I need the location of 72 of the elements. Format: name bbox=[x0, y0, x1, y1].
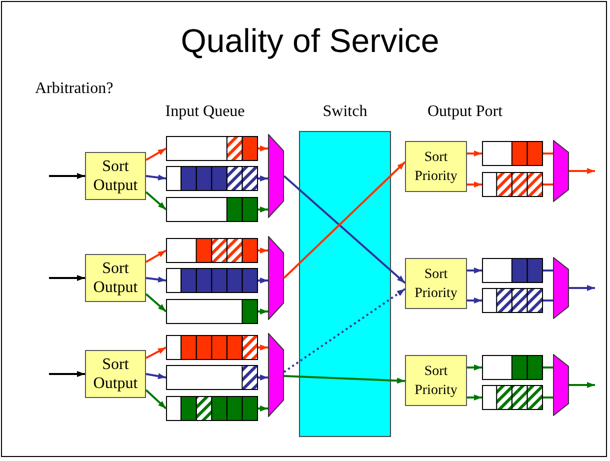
column-heading: Switch bbox=[322, 103, 368, 121]
connector-line bbox=[543, 152, 553, 154]
queue-drawing bbox=[166, 335, 258, 360]
process-box: Sort Priority bbox=[405, 258, 467, 309]
multiplexer-symbol bbox=[268, 333, 284, 417]
arrow bbox=[49, 371, 85, 377]
arrow bbox=[467, 268, 482, 274]
arrow bbox=[146, 174, 166, 180]
arrow bbox=[146, 373, 166, 380]
arrow bbox=[146, 250, 166, 263]
arrow bbox=[467, 364, 482, 370]
queue-drawing bbox=[166, 299, 258, 324]
arrow bbox=[145, 389, 167, 410]
connector-line bbox=[543, 300, 553, 302]
arrow bbox=[283, 175, 406, 284]
arrow bbox=[146, 346, 166, 359]
arrow bbox=[258, 176, 268, 182]
arrow bbox=[258, 248, 268, 254]
arrow bbox=[284, 375, 406, 384]
arrow bbox=[258, 278, 268, 284]
arrow bbox=[145, 191, 167, 210]
column-heading: Input Queue bbox=[164, 103, 246, 121]
queue-drawing bbox=[482, 385, 543, 410]
arrow bbox=[569, 168, 595, 174]
multiplexer-symbol bbox=[553, 257, 569, 319]
arrow bbox=[258, 344, 268, 350]
multiplexer-symbol bbox=[268, 236, 284, 320]
queue-drawing bbox=[166, 238, 258, 263]
arrow bbox=[569, 285, 595, 291]
arrow bbox=[283, 161, 406, 279]
arrow bbox=[467, 182, 482, 188]
connector-line bbox=[543, 270, 553, 272]
queue-drawing bbox=[166, 396, 258, 421]
queue-drawing bbox=[166, 365, 258, 390]
process-box: Sort Output bbox=[85, 350, 146, 398]
arrow bbox=[258, 374, 268, 380]
queue-drawing bbox=[482, 141, 543, 166]
queue-drawing bbox=[166, 136, 258, 161]
queue-drawing bbox=[482, 288, 543, 313]
arrow bbox=[258, 146, 268, 152]
multiplexer-symbol bbox=[553, 354, 569, 416]
arrow bbox=[283, 288, 406, 373]
process-box: Sort Priority bbox=[405, 141, 467, 192]
process-box: Sort Priority bbox=[405, 355, 467, 406]
arrow bbox=[49, 275, 85, 281]
arrow bbox=[258, 406, 268, 412]
arrow bbox=[258, 206, 268, 212]
multiplexer-symbol bbox=[553, 140, 569, 202]
arrow bbox=[467, 394, 482, 400]
queue-drawing bbox=[482, 172, 543, 197]
connector-line bbox=[543, 396, 553, 398]
queue-drawing bbox=[482, 258, 543, 283]
multiplexer-symbol bbox=[268, 134, 284, 218]
queue-drawing bbox=[166, 166, 258, 191]
arrow bbox=[145, 293, 167, 312]
connector-line bbox=[543, 184, 553, 186]
arrow bbox=[49, 173, 85, 179]
arrow bbox=[258, 308, 268, 314]
connector-line bbox=[543, 366, 553, 368]
slide-title: Quality of Service bbox=[180, 22, 440, 60]
queue-drawing bbox=[166, 197, 258, 222]
arrow bbox=[146, 148, 166, 161]
arrow bbox=[569, 382, 595, 388]
queue-drawing bbox=[482, 355, 543, 380]
question-text: Arbitration? bbox=[35, 80, 114, 98]
column-heading: Output Port bbox=[426, 103, 504, 121]
arrow bbox=[467, 298, 482, 304]
arrow bbox=[467, 150, 482, 156]
process-box: Sort Output bbox=[85, 254, 146, 302]
arrow bbox=[146, 276, 166, 282]
process-box: Sort Output bbox=[85, 152, 146, 200]
queue-drawing bbox=[166, 268, 258, 293]
